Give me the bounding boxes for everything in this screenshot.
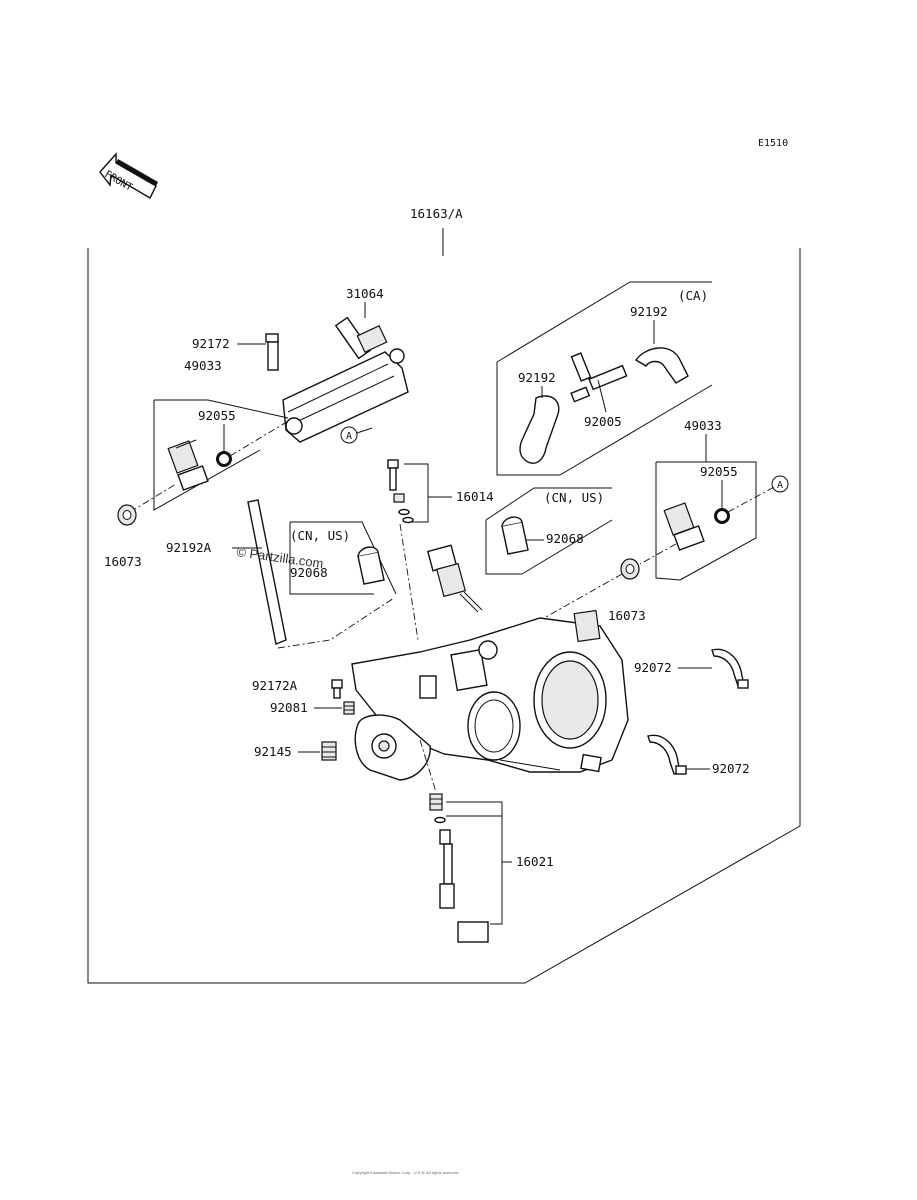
cap-right: [501, 516, 529, 555]
injector-left: [167, 439, 209, 491]
delivery-pipe: [282, 316, 409, 443]
label-injector-right: 49033: [684, 418, 722, 433]
cn-us-right-tag: (CN, US): [544, 490, 604, 505]
ca-hose-lower: [519, 395, 560, 464]
bolt-lower: [331, 679, 343, 699]
label-bolt-lower: 92172A: [252, 678, 298, 693]
label-oring-left: 92055: [198, 408, 236, 423]
label-screw-set-upper: 16014: [456, 489, 494, 504]
label-spring-small: 92081: [270, 700, 308, 715]
ca-joint: [570, 352, 628, 403]
oring-right: [714, 508, 730, 524]
screw-set-upper: [387, 459, 414, 524]
spring-small: [343, 701, 355, 715]
clamp-lower: [647, 734, 687, 775]
label-delivery-pipe: 31064: [346, 286, 384, 301]
label-oring-right: 92055: [700, 464, 738, 479]
label-ca-joint: 92005: [584, 414, 622, 429]
clamp-upper: [711, 648, 749, 689]
label-grommet-left: 16073: [104, 554, 142, 569]
ca-hose-upper: [634, 347, 689, 384]
callout-a-left: A: [340, 426, 373, 444]
label-injector-left: 49033: [184, 358, 222, 373]
label-cap-left: 92068: [290, 565, 328, 580]
label-hose-left: 92192A: [166, 540, 212, 555]
label-screw-set-lower: 16021: [516, 854, 554, 869]
injector-left-box: [153, 399, 289, 511]
cn-us-left-tag: (CN, US): [290, 528, 350, 543]
label-cap-right: 92068: [546, 531, 584, 546]
diagram-code: E1510: [758, 138, 788, 149]
oring-left: [216, 451, 232, 467]
label-clamp-lower: 92072: [712, 761, 750, 776]
injector-right: [663, 502, 705, 551]
label-ca-hose-upper: 92192: [630, 304, 668, 319]
label-bolt-upper: 92172: [192, 336, 230, 351]
cn-us-left-box: [289, 521, 397, 595]
label-assembly: 16163/A: [410, 206, 463, 221]
label-spring-large: 92145: [254, 744, 292, 759]
cap-left: [357, 546, 385, 585]
cn-us-right-box: [485, 487, 613, 575]
callout-a-right: A: [771, 475, 789, 493]
assembly-frame: [87, 228, 801, 984]
sensor-connector: [426, 544, 483, 613]
front-arrow-icon: FRONT: [99, 152, 158, 199]
label-clamp-upper: 92072: [634, 660, 672, 675]
bolt-upper: [265, 333, 279, 371]
spring-large: [321, 741, 337, 761]
svg-text:A: A: [346, 431, 352, 442]
screw-set-lower: [429, 793, 489, 943]
svg-text:A: A: [777, 480, 783, 491]
ca-tag: (CA): [678, 288, 708, 303]
throttle-body: [351, 609, 629, 781]
label-ca-hose-lower: 92192: [518, 370, 556, 385]
label-grommet-right: 16073: [608, 608, 646, 623]
footer-copyright: Copyright Kawasaki Motors Corp., U.S.A. …: [352, 1170, 459, 1175]
ca-group-box: [496, 281, 713, 476]
hose-left: [247, 499, 287, 645]
